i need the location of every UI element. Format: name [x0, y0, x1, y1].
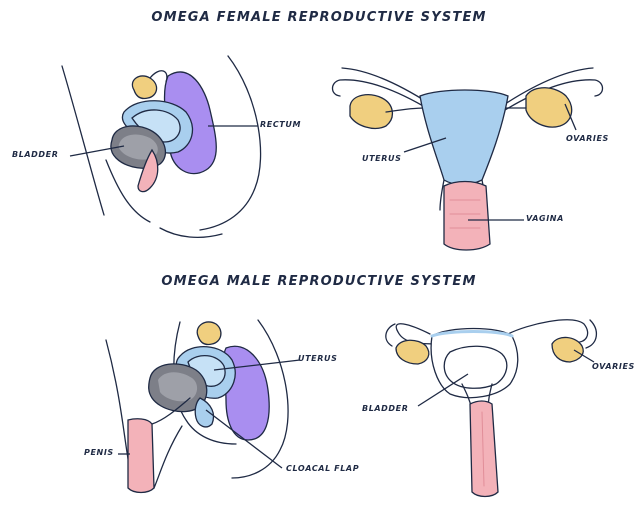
- female-title: OMEGA FEMALE REPRODUCTIVE SYSTEM: [0, 10, 638, 25]
- male-ovary-left: [396, 340, 429, 364]
- female-side-bottom-contour: [160, 228, 222, 237]
- label-male-ovaries: OVARIES: [592, 362, 635, 371]
- female-front-vagina: [444, 182, 490, 251]
- label-female-vagina: VAGINA: [526, 214, 564, 223]
- female-front-uterus: [420, 90, 508, 185]
- male-cloaca: [195, 398, 213, 427]
- male-penis: [128, 419, 154, 493]
- female-side-ovary: [132, 76, 156, 99]
- label-female-ovaries: OVARIES: [566, 134, 609, 143]
- label-female-bladder: BLADDER: [12, 150, 59, 159]
- label-female-uterus: UTERUS: [362, 154, 401, 163]
- label-male-uterus: UTERUS: [298, 354, 337, 363]
- female-side-view: [62, 56, 261, 237]
- label-male-cloacal-flap: CLOACAL FLAP: [286, 464, 359, 473]
- male-ovary-right: [552, 337, 583, 362]
- label-male-penis: PENIS: [84, 448, 114, 457]
- male-side-view: [106, 320, 288, 493]
- female-side-front-contour: [62, 66, 104, 215]
- male-side-ovary: [197, 322, 221, 345]
- male-title: OMEGA MALE REPRODUCTIVE SYSTEM: [0, 274, 638, 289]
- male-tube-right: [508, 320, 588, 342]
- male-front-view: [386, 320, 597, 497]
- male-penis-base: [154, 426, 182, 488]
- male-front-bladder: [444, 346, 507, 388]
- female-ovary-right: [526, 88, 572, 127]
- male-fimbria-left: [386, 324, 395, 346]
- label-male-bladder: BLADDER: [362, 404, 409, 413]
- label-female-rectum: RECTUM: [260, 120, 301, 129]
